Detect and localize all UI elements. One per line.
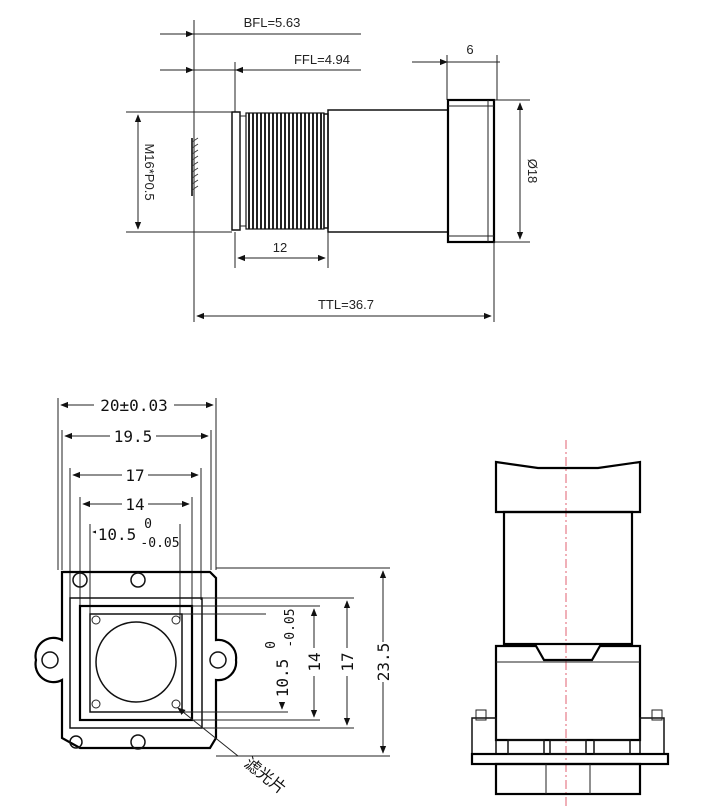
w105-label: 10.5 [98, 525, 137, 544]
h17-label: 17 [338, 652, 357, 671]
ffl-label: FFL=4.94 [294, 52, 350, 67]
w105-tol-lower: -0.05 [140, 536, 179, 551]
pin-bottom-left [69, 735, 83, 749]
lens-circle [95, 621, 177, 703]
lens-side-view: BFL=5.63 FFL=4.94 6 M16*P0.5 Ø18 [126, 15, 540, 322]
h235-label: 23.5 [374, 643, 393, 682]
thread-section [245, 112, 325, 230]
lens-barrel-shape [502, 510, 634, 646]
filter-leader [177, 707, 239, 757]
lens-barrel [327, 109, 449, 233]
h105-tol-upper: 0 [264, 641, 279, 649]
mount-hole-left [41, 651, 59, 669]
lens-cap [446, 98, 496, 244]
clip-left [471, 717, 497, 755]
h14-label: 14 [305, 652, 324, 671]
holder-inner-frame [69, 597, 203, 729]
pcb-connector [494, 762, 642, 796]
w17-label: 17 [125, 466, 144, 485]
mount-hole-right [209, 651, 227, 669]
ttl-label: TTL=36.7 [318, 297, 374, 312]
filter-label: 滤光片 [241, 753, 291, 798]
w19-label: 19.5 [114, 427, 153, 446]
thread-label: M16*P0.5 [142, 143, 157, 200]
w14-label: 14 [125, 495, 144, 514]
holder-outline [34, 570, 238, 750]
diameter-label: Ø18 [525, 159, 540, 184]
filter-window [89, 613, 183, 713]
lens-cap-shape [494, 460, 642, 514]
clip-right [639, 717, 665, 755]
width-6-label: 6 [466, 42, 473, 57]
screw-hole-bottom [130, 734, 146, 750]
assembly-side-view [470, 440, 670, 808]
w20-label: 20±0.03 [100, 396, 167, 415]
h105-label: 10.5 [273, 659, 292, 698]
screw-hole-top [130, 572, 146, 588]
thread-length-label: 12 [273, 240, 287, 255]
h105-tol-lower: -0.05 [283, 608, 298, 647]
holder-body-shape [494, 644, 642, 742]
lens-flange [231, 111, 241, 231]
pin-top-left [72, 572, 88, 588]
sensor-hatch [191, 137, 199, 191]
pcb-board [470, 752, 670, 766]
w105-tol-upper: 0 [144, 517, 152, 532]
holder-front-view: 20±0.03 19.5 17 14 10.5 0 -0.05 [34, 395, 393, 798]
bfl-label: BFL=5.63 [244, 15, 301, 30]
holder-window [78, 604, 194, 722]
